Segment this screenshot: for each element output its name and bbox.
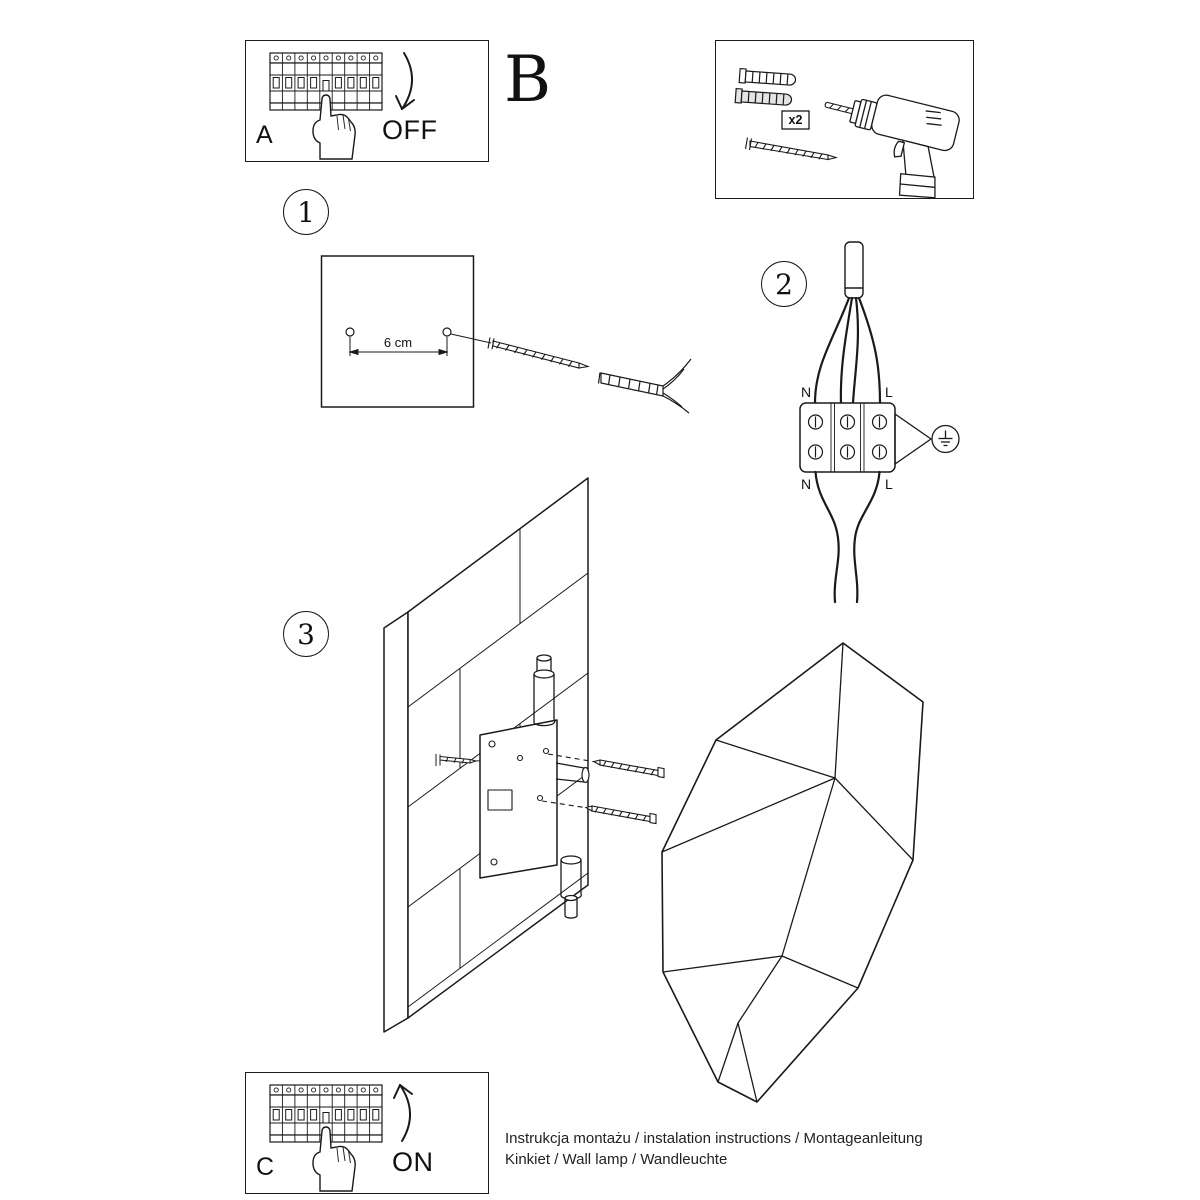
terminal-label-l-bottom: L bbox=[885, 476, 893, 492]
panel-a-illustration bbox=[269, 52, 415, 160]
terminal-label-l-top: L bbox=[885, 384, 893, 400]
dimension-line bbox=[348, 337, 449, 356]
power-cable-icon bbox=[844, 241, 864, 299]
drill-hole-left bbox=[345, 327, 355, 337]
step-3-badge: 3 bbox=[283, 611, 329, 657]
mounting-plate-icon bbox=[479, 719, 558, 879]
step-1-badge: 1 bbox=[283, 189, 329, 235]
lampshade-fold-lines bbox=[661, 642, 914, 1103]
lamp-holder-bottom bbox=[560, 855, 582, 919]
step-3-illustration bbox=[383, 477, 924, 1103]
panel-a-label: A bbox=[256, 121, 273, 149]
leader-line bbox=[450, 333, 492, 344]
lamp-holder-top bbox=[533, 654, 556, 727]
footer-line-1: Instrukcja montażu / instalation instruc… bbox=[505, 1130, 923, 1147]
terminal-block-icon bbox=[799, 402, 896, 473]
wall-plug-outline-icon bbox=[738, 67, 797, 86]
screw-icon bbox=[487, 337, 591, 369]
drill-hole-right bbox=[442, 327, 452, 337]
screw-icon bbox=[744, 137, 839, 161]
step-3-number: 3 bbox=[297, 617, 315, 651]
panel-c-box: C ON bbox=[245, 1072, 489, 1194]
mounting-screw-1 bbox=[547, 753, 665, 779]
drill-trigger bbox=[893, 140, 906, 158]
panel-a-action-label: OFF bbox=[382, 115, 438, 145]
wires-top bbox=[813, 296, 882, 405]
lampshade-icon bbox=[661, 642, 924, 1103]
anchor-qty-badge: x2 bbox=[781, 110, 810, 130]
anchor-qty-label: x2 bbox=[789, 113, 803, 127]
section-b-label: B bbox=[504, 43, 552, 117]
step-2-badge: 2 bbox=[761, 261, 807, 307]
panel-c-illustration bbox=[269, 1084, 413, 1192]
step-1-illustration: 6 cm bbox=[320, 255, 692, 414]
step-1-number: 1 bbox=[297, 195, 315, 229]
flip-down-arrow-icon bbox=[395, 52, 415, 110]
tools-illustration: x2 bbox=[734, 67, 960, 198]
terminal-screws bbox=[807, 414, 888, 460]
panel-c-label: C bbox=[256, 1153, 275, 1181]
dimension-label: 6 cm bbox=[384, 335, 412, 350]
mounting-screw-2 bbox=[541, 800, 657, 825]
panel-a-box: A OFF bbox=[245, 40, 489, 162]
terminal-label-n-top: N bbox=[801, 384, 811, 400]
footer-text: Instrukcja montażu / instalation instruc… bbox=[505, 1128, 1125, 1170]
wall-edge bbox=[383, 611, 409, 1033]
terminal-label-n-bottom: N bbox=[801, 476, 811, 492]
panel-c-action-label: ON bbox=[392, 1147, 434, 1177]
tools-box: x2 bbox=[715, 40, 974, 199]
flip-up-arrow-icon bbox=[393, 1084, 413, 1142]
drill-bit-icon bbox=[824, 101, 859, 116]
wires-bottom bbox=[814, 470, 881, 604]
earth-symbol-icon bbox=[938, 430, 953, 447]
earth-connection bbox=[894, 412, 960, 466]
footer-line-2: Kinkiet / Wall lamp / Wandleuchte bbox=[505, 1151, 728, 1168]
expansion-anchor-icon bbox=[597, 358, 692, 414]
step-2-illustration: N L N L bbox=[799, 241, 960, 604]
step-2-number: 2 bbox=[775, 267, 793, 301]
power-drill-icon bbox=[824, 94, 960, 198]
side-stud bbox=[555, 762, 590, 784]
wall-plug-icon bbox=[734, 87, 793, 106]
